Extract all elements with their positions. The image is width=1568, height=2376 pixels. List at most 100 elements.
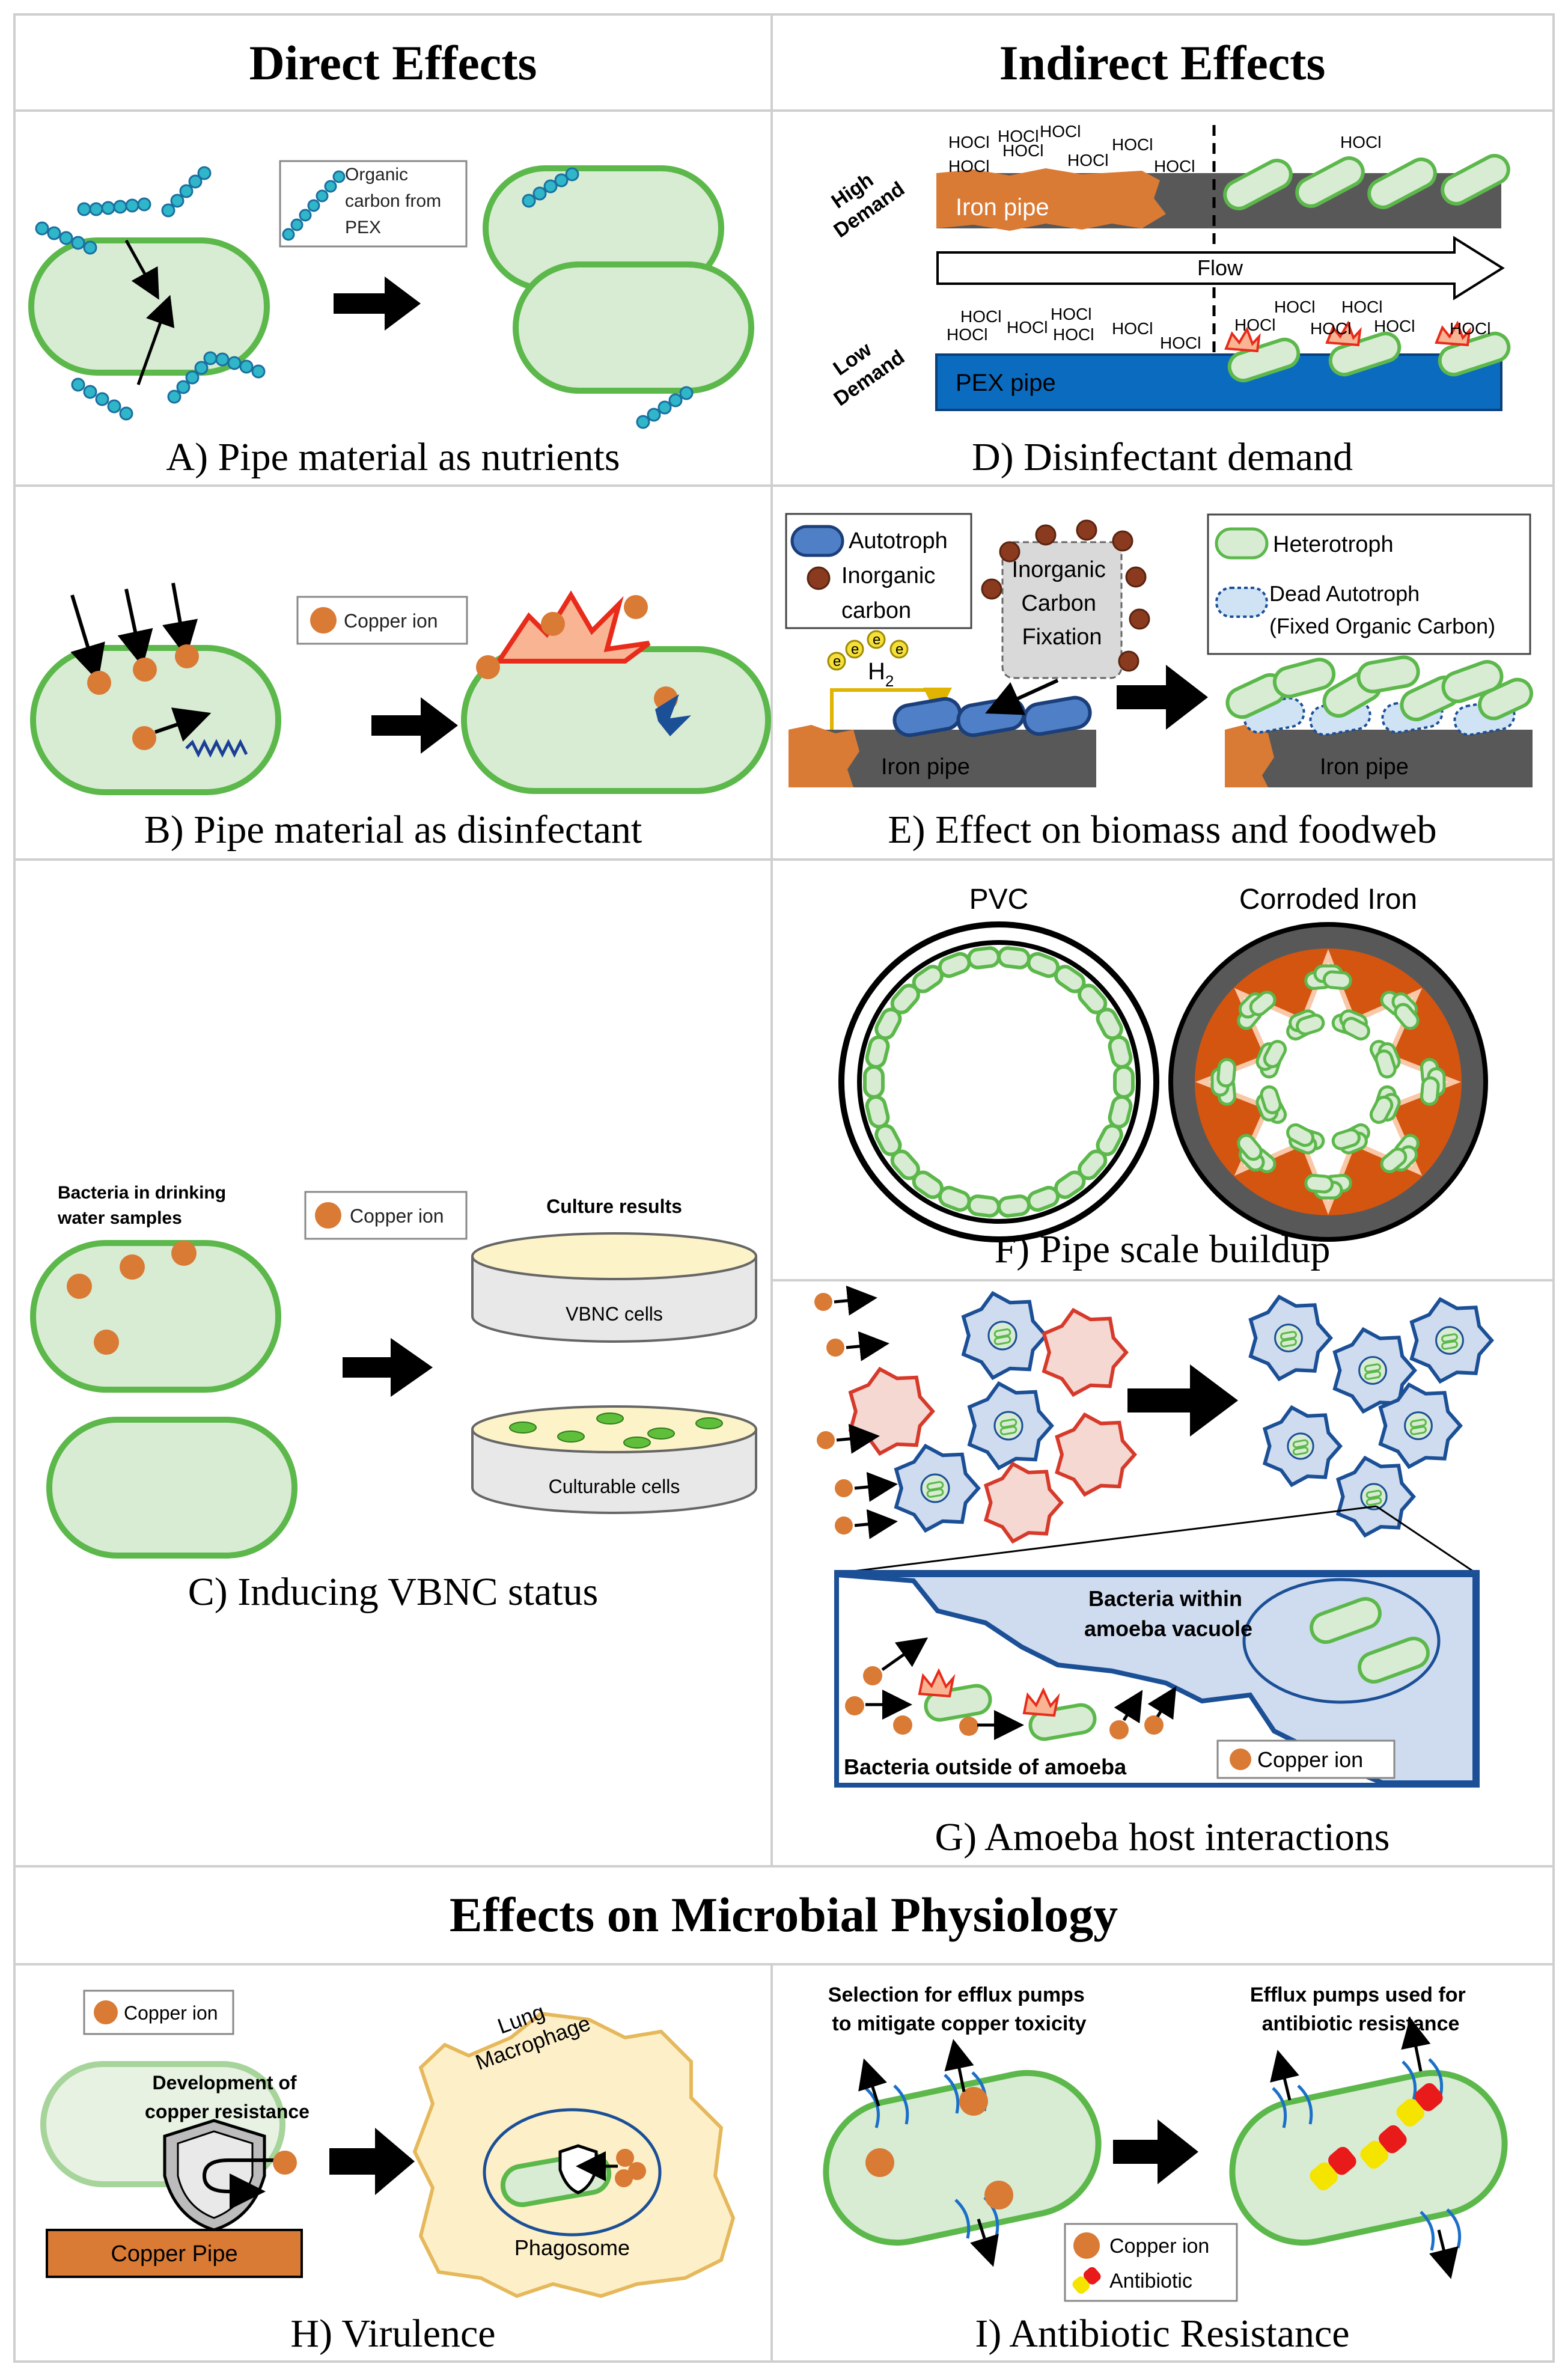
biofilm-cell (1441, 1340, 1458, 1350)
svg-text:e: e (895, 641, 903, 658)
dead-autotroph-label: Dead Autotroph (Fixed Organic Carbon) (1269, 581, 1495, 638)
amoeba-population-after (1248, 1294, 1494, 1538)
svg-text:HOCl: HOCl (1160, 334, 1201, 352)
carbon-fixation-label: Inorganic Carbon Fixation (1012, 557, 1112, 650)
amoeba (1248, 1294, 1333, 1382)
svg-text:HOCl: HOCl (948, 133, 989, 151)
svg-text:HOCl: HOCl (1067, 151, 1108, 169)
biofilm-cell (863, 1065, 885, 1099)
legend-copper-label: Copper ion (1109, 2235, 1209, 2258)
biofilm-cell (967, 1194, 1001, 1218)
biofilm-cell (1296, 1013, 1325, 1036)
biofilm-cell (1113, 1065, 1135, 1099)
efflux-arrow (202, 2158, 284, 2210)
copper-arrow (846, 1331, 889, 1361)
svg-text:e: e (851, 641, 859, 658)
caption-c: C) Inducing VBNC status (188, 1570, 599, 1614)
biofilm-cell (1364, 1363, 1381, 1373)
autotroph-label: Autotroph (849, 528, 948, 554)
transition-arrow (334, 276, 421, 331)
header-direct-effects: Direct Effects (249, 35, 537, 90)
legend-label: Organic carbon from PEX (345, 165, 446, 237)
copper-ions (87, 644, 199, 750)
amoeba (1042, 1307, 1129, 1397)
legend-antibiotic-label: Antibiotic (1109, 2270, 1192, 2292)
petri-dish-medium (471, 1405, 757, 1453)
oxidation-bursts (918, 1668, 1060, 1717)
copper-ion (826, 1339, 844, 1357)
amoeba (1409, 1296, 1494, 1384)
inorganic-carbon-icon (807, 566, 831, 590)
panel-i: Selection for efflux pumps to mitigate c… (823, 1984, 1508, 2356)
flow-label: Flow (1197, 255, 1243, 280)
svg-text:HOCl: HOCl (998, 127, 1039, 145)
svg-text:HOCl: HOCl (1040, 122, 1081, 141)
bacterium-cell (513, 261, 754, 394)
biofilm-cell (1322, 970, 1352, 990)
amoeba (848, 1366, 935, 1456)
copper-ion (835, 1516, 853, 1535)
copper-ion (817, 1431, 835, 1449)
svg-text:HOCl: HOCl (1234, 316, 1275, 334)
svg-text:HOCl: HOCl (1341, 298, 1382, 316)
autotroph-cells (892, 695, 1092, 738)
copper-arrow (117, 588, 153, 667)
petri-dish-vbnc (471, 1256, 757, 1343)
amoeba (894, 1443, 981, 1533)
vacuole-bacteria (1310, 1597, 1430, 1684)
biofilm-cell (1292, 1446, 1309, 1456)
amoeba (1055, 1412, 1137, 1497)
phagosome-label: Phagosome (514, 2235, 630, 2260)
copper-arrow (854, 1471, 898, 1502)
copper-arrow (854, 1509, 898, 1539)
copper-arrow (70, 594, 105, 682)
svg-text:HOCl: HOCl (1310, 319, 1351, 338)
svg-text:HOCl: HOCl (947, 325, 987, 344)
copper-ion-icon (94, 2000, 118, 2024)
caption-b: B) Pipe material as disinfectant (144, 808, 642, 852)
zoom-line (1376, 1505, 1475, 1574)
dish-label-vbnc: VBNC cells (566, 1303, 663, 1325)
carbon-fixation-box (1001, 541, 1123, 679)
biofilm-cell (1304, 1174, 1334, 1194)
transition-arrow (1117, 665, 1208, 730)
pex-organic-carbon-chains (35, 166, 694, 429)
zoom-line (843, 1505, 1377, 1574)
biofilm-cell (1410, 1426, 1427, 1435)
caption-f: F) Pipe scale buildup (994, 1227, 1330, 1271)
svg-text:e: e (873, 632, 880, 648)
svg-text:HOCl: HOCl (948, 157, 989, 176)
header-microbial-physiology: Effects on Microbial Physiology (450, 1887, 1118, 1942)
low-demand-label: Low Demand (815, 325, 909, 411)
panel-c: Bacteria in drinking water samples Coppe… (30, 1183, 757, 1614)
hocl-molecules: HOCl HOCl HOCl HOCl HOCl HOCl HOCl HOCl … (948, 122, 1381, 176)
panel-g: Bacteria within amoeba vacuole Bacteria … (814, 1285, 1494, 1859)
svg-text:HOCl: HOCl (1112, 135, 1153, 154)
svg-text:HOCl: HOCl (1374, 317, 1415, 335)
development-label: Development of copper resistance (145, 2072, 310, 2122)
damaged-dna-icon (185, 739, 248, 758)
copper-ions (67, 1241, 197, 1355)
biofilm-cell (1280, 1338, 1297, 1348)
biofilm-cell (1260, 1085, 1282, 1114)
culture-results-title: Culture results (546, 1196, 682, 1217)
bacterium-cell (823, 2069, 1102, 2246)
copper-ion-icon (315, 1202, 341, 1229)
high-demand-label: High Demand (815, 157, 909, 242)
panel-a: Organic carbon from PEX A) Pipe material… (28, 160, 754, 479)
iron-pipe-label-left: Iron pipe (881, 754, 970, 780)
dead-autotroph-icon (1215, 587, 1268, 618)
fixation-arrow (985, 679, 1059, 715)
biofilm-cell (967, 946, 1001, 970)
dna-damage-bolt (655, 694, 691, 736)
svg-text:HOCl: HOCl (1450, 319, 1490, 338)
svg-text:HOCl: HOCl (1154, 157, 1195, 176)
svg-text:HOCl: HOCl (1053, 325, 1094, 344)
copper-arrows (865, 1637, 1177, 1740)
biofilm-cell (1364, 1370, 1381, 1380)
transition-arrow (1127, 1364, 1238, 1437)
amoeba (961, 1290, 1048, 1381)
biofilm-cell (1249, 991, 1277, 1016)
iron-pipe-label-right: Iron pipe (1320, 754, 1409, 780)
